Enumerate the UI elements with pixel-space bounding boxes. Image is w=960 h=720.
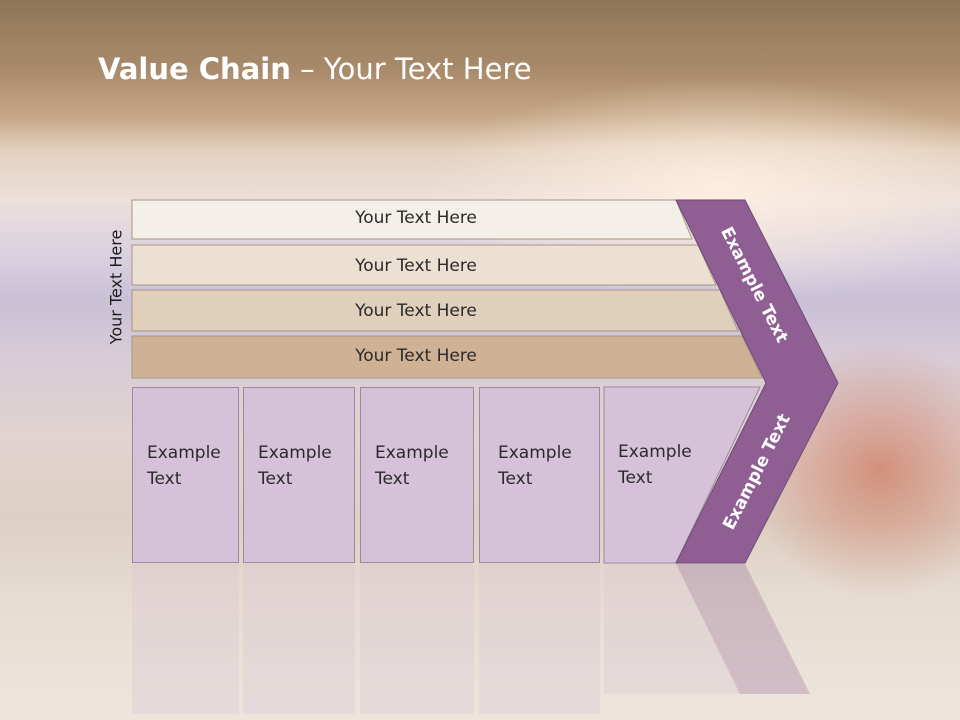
band-3-text: Your Text Here	[355, 301, 477, 321]
column-5-line2: Text	[618, 468, 653, 488]
slide-title: Value Chain – Your Text Here	[98, 52, 532, 86]
title-bold: Value Chain	[98, 52, 291, 86]
column-4-text: Example Text	[498, 440, 572, 492]
band-2-text: Your Text Here	[355, 256, 477, 276]
band-4-text: Your Text Here	[355, 346, 477, 366]
column-2[interactable]: Example Text	[243, 387, 355, 563]
band-1-shape[interactable]	[131, 199, 693, 240]
column-1[interactable]: Example Text	[132, 387, 239, 563]
column-3-text: Example Text	[375, 440, 449, 492]
column-3[interactable]: Example Text	[360, 387, 474, 563]
column-3-line2: Text	[375, 469, 410, 489]
band-1-text: Your Text Here	[355, 208, 477, 228]
column-3-line1: Example	[375, 443, 449, 463]
column-1-line1: Example	[147, 443, 221, 463]
column-2-line1: Example	[258, 443, 332, 463]
band-4-shape[interactable]	[131, 335, 763, 379]
column-4[interactable]: Example Text	[479, 387, 600, 563]
column-1-text: Example Text	[147, 440, 221, 492]
band-3-shape[interactable]	[131, 289, 739, 332]
column-2-line2: Text	[258, 469, 293, 489]
column-5-line1: Example	[618, 442, 692, 462]
column-2-text: Example Text	[258, 440, 332, 492]
title-rest: – Your Text Here	[290, 52, 532, 86]
column-4-line2: Text	[498, 469, 533, 489]
chevron-arrow-shape[interactable]	[675, 199, 839, 564]
column-5-text: Example Text	[618, 439, 692, 491]
column-1-line2: Text	[147, 469, 182, 489]
band-2-shape[interactable]	[131, 244, 717, 286]
column-4-line1: Example	[498, 443, 572, 463]
